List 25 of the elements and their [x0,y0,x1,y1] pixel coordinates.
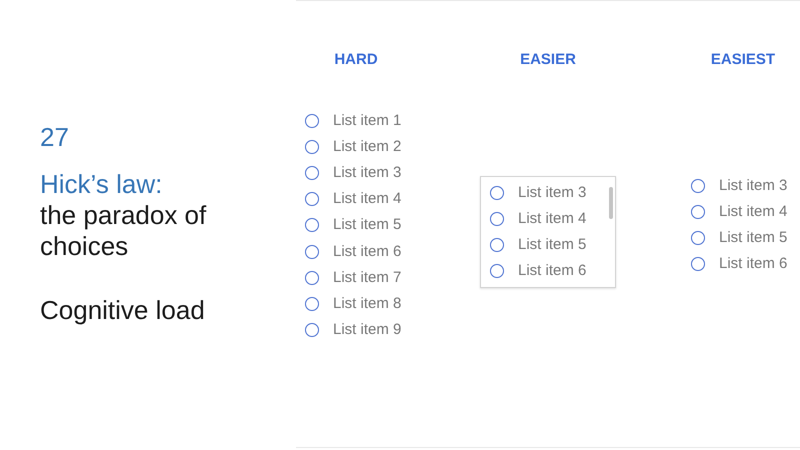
list-item-label: List item 5 [333,216,402,234]
list-item-label: List item 4 [333,190,402,208]
list-item-label: List item 8 [333,295,402,313]
list-item-label: List item 9 [333,321,402,339]
list-item-label: List item 6 [518,262,586,280]
list-item-label: List item 6 [719,255,788,273]
list-item-label: List item 1 [333,112,402,130]
column-heading: EASIEST [710,51,776,69]
list-item-label: List item 3 [719,177,788,195]
list-item-label: List item 5 [518,236,586,254]
list-item-label: List item 3 [518,184,586,202]
list-item-label: List item 5 [719,229,788,247]
list-item-label: List item 2 [333,138,402,156]
column-heading: EASIER [520,51,576,69]
column-heading: HARD [334,51,378,69]
slide-heading: Hick’s law: [40,169,164,200]
list-item-label: List item 4 [719,203,788,221]
list-item-label: List item 6 [333,243,402,261]
topic-label: Cognitive load [40,295,206,326]
slide-subtitle: the paradox of choices [40,200,208,262]
list-item-label: List item 7 [333,269,402,287]
slide-number: 27 [40,122,70,153]
list-item-label: List item 3 [333,164,402,182]
scroll-list-box [480,176,616,288]
list-item-label: List item 4 [518,210,586,228]
